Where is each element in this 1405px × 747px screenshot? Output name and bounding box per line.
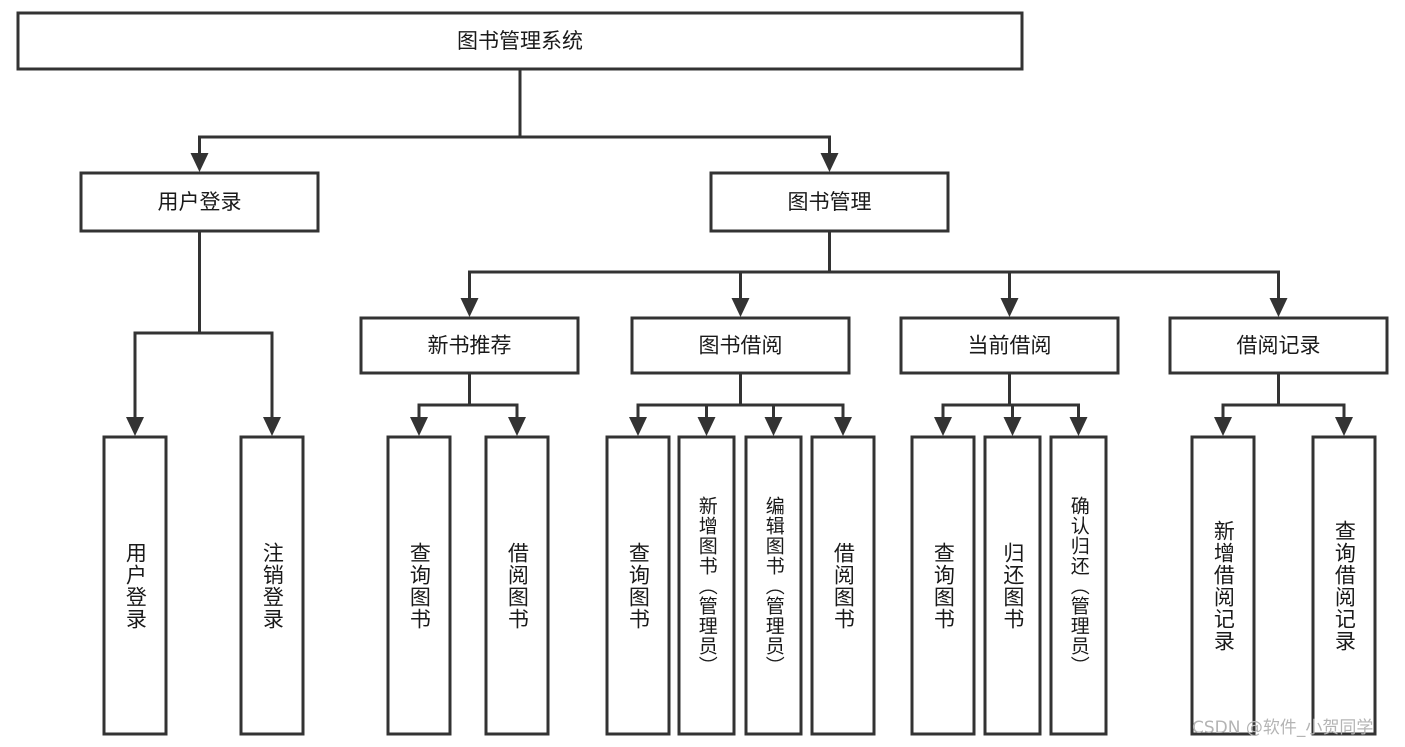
node-leaf-logout[interactable] — [239, 435, 305, 736]
node-label-current-borrow: 当前借阅 — [968, 334, 1052, 358]
node-leaf-query-borrow-record[interactable] — [1311, 435, 1377, 736]
csdn-watermark: CSDN @软件_小贺同学 — [1192, 718, 1374, 738]
arrow-head-icon — [1214, 417, 1232, 436]
arrow-head-icon — [764, 417, 783, 436]
node-leaf-add-borrow-record[interactable] — [1190, 435, 1256, 736]
node-book-management[interactable] — [709, 171, 950, 233]
node-label-book-management: 图书管理 — [788, 190, 872, 214]
node-leaf-edit-book-admin[interactable] — [744, 435, 803, 736]
node-new-book-recommend[interactable] — [359, 316, 580, 375]
node-label-borrow-record: 借阅记录 — [1237, 334, 1321, 358]
arrow-head-icon — [508, 417, 526, 436]
node-leaf-query-book-1[interactable] — [386, 435, 452, 736]
arrow-head-icon — [934, 417, 952, 436]
arrow-head-icon — [1069, 417, 1088, 436]
node-current-borrow[interactable] — [899, 316, 1120, 375]
node-leaf-return-book[interactable] — [983, 435, 1042, 736]
arrow-head-icon — [263, 417, 281, 436]
conn-record-to-leaves — [1214, 371, 1353, 436]
arrow-head-icon — [1269, 298, 1288, 317]
node-box-layer — [16, 11, 1389, 736]
conn-newbook-to-leaves — [410, 371, 526, 436]
node-label-user-login: 用户登录 — [158, 190, 242, 214]
node-leaf-query-book-2[interactable] — [605, 435, 671, 736]
arrow-head-icon — [1335, 417, 1353, 436]
conn-bookmgmt-to-level2 — [460, 229, 1288, 317]
arrow-head-icon — [731, 298, 750, 317]
node-leaf-borrow-book-1[interactable] — [484, 435, 550, 736]
conn-root-to-level1 — [190, 67, 839, 172]
arrow-head-icon — [834, 417, 852, 436]
node-label-book-borrow: 图书借阅 — [699, 334, 783, 358]
arrow-head-icon — [820, 153, 839, 172]
arrow-head-icon — [697, 417, 716, 436]
conn-borrow-to-leaves — [629, 371, 852, 436]
connector-layer — [126, 67, 1353, 436]
arrow-head-icon — [460, 298, 479, 317]
node-label-root: 图书管理系统 — [457, 29, 583, 53]
arrow-head-icon — [1003, 417, 1022, 436]
node-user-login[interactable] — [79, 171, 320, 233]
node-leaf-add-book-admin[interactable] — [677, 435, 736, 736]
arrow-head-icon — [629, 417, 647, 436]
node-leaf-user-login[interactable] — [102, 435, 168, 736]
arrow-head-icon — [410, 417, 428, 436]
node-leaf-confirm-return-admin[interactable] — [1049, 435, 1108, 736]
node-book-borrow[interactable] — [630, 316, 851, 375]
arrow-head-icon — [126, 417, 144, 436]
node-label-new-book-recommend: 新书推荐 — [428, 334, 512, 358]
conn-userlogin-to-leaves — [126, 229, 281, 436]
arrow-head-icon — [190, 153, 209, 172]
arrow-head-icon — [1000, 298, 1019, 317]
node-borrow-record[interactable] — [1168, 316, 1389, 375]
node-root[interactable] — [16, 11, 1024, 71]
node-leaf-borrow-book-2[interactable] — [810, 435, 876, 736]
node-leaf-query-book-3[interactable] — [910, 435, 976, 736]
conn-current-to-leaves — [934, 371, 1088, 436]
